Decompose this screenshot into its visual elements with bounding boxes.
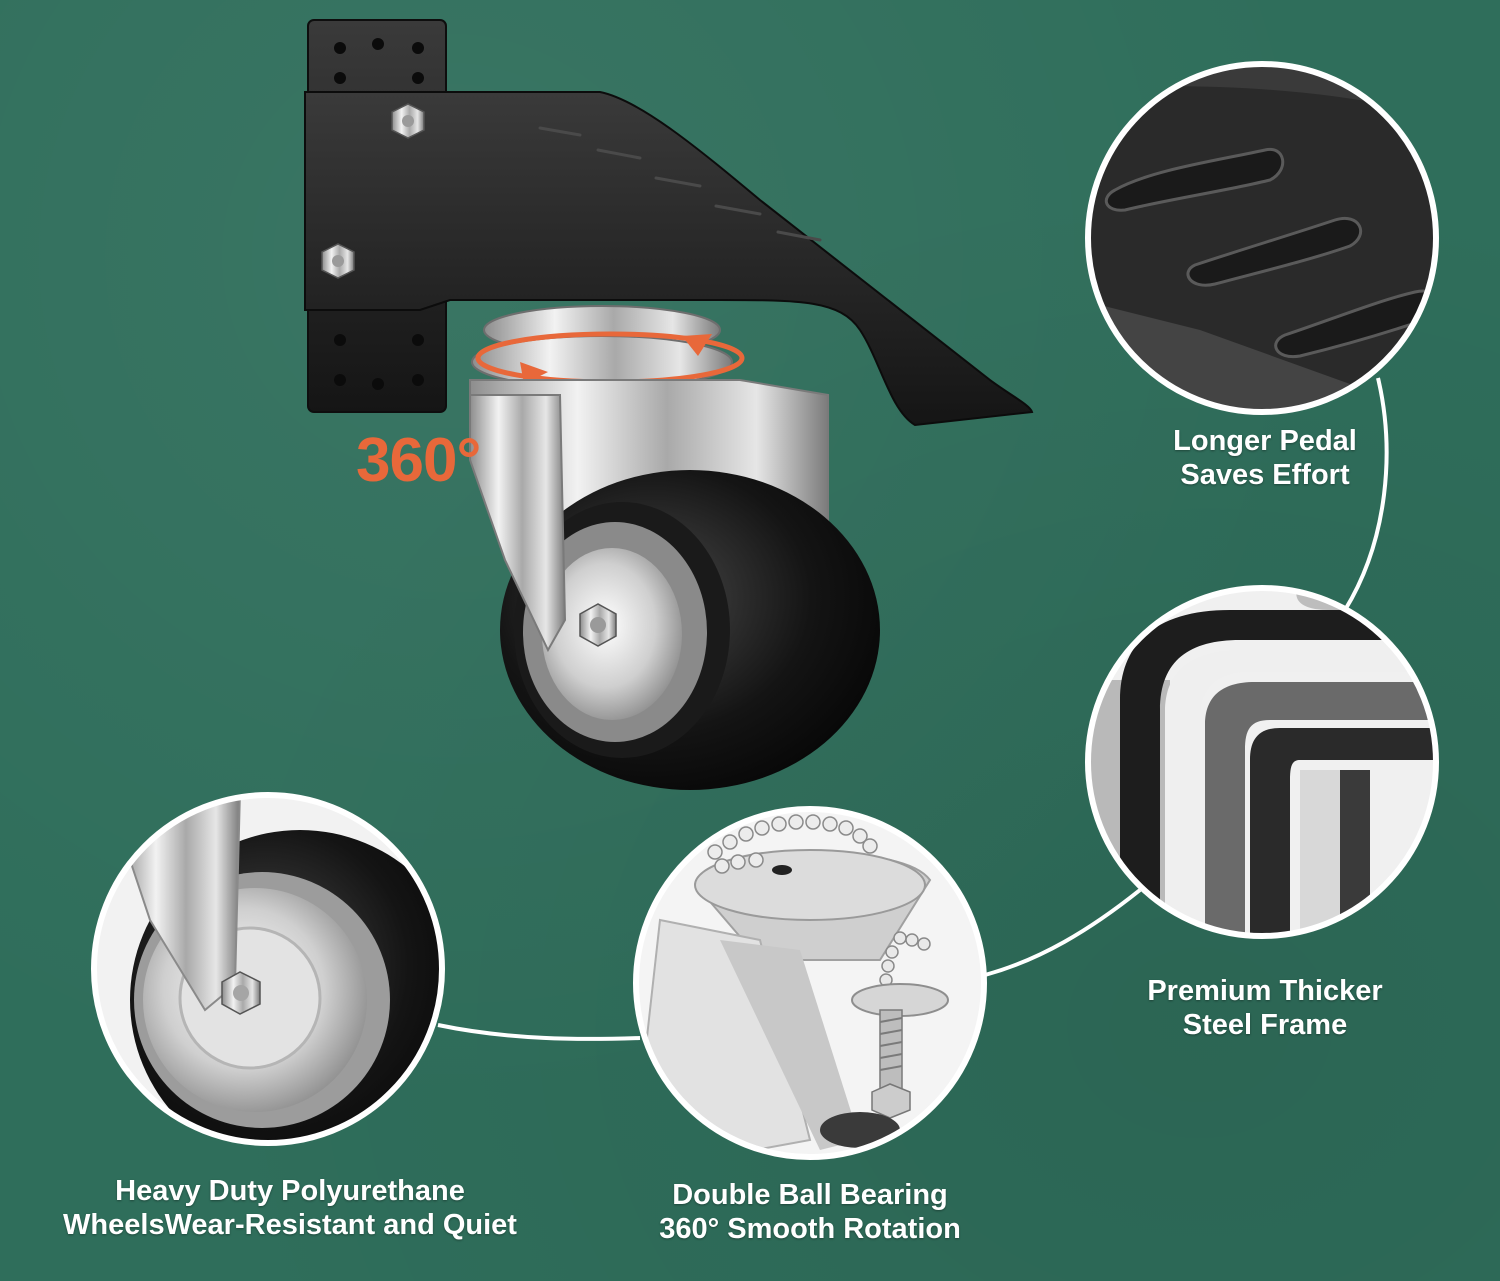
feature-caption-line: Steel Frame — [1182, 1009, 1348, 1041]
caster-illustration — [304, 19, 1034, 790]
feature-caption-line: Heavy Duty Polyurethane — [115, 1175, 465, 1207]
feature-caption-line: Saves Effort — [1180, 459, 1350, 491]
pedal-texture-icon — [1085, 61, 1439, 415]
rotation-degree-label: 360° — [356, 426, 481, 495]
feature-caption-ball-bearing: Double Ball Bearing 360° Smooth Rotation — [628, 1178, 992, 1246]
polyurethane-wheel-icon — [91, 792, 445, 1146]
connector-lines — [437, 377, 1389, 1041]
steel-frame-layers-icon — [1085, 585, 1439, 939]
feature-caption-steel-frame: Premium Thicker Steel Frame — [1110, 974, 1420, 1042]
feature-caption-line: Premium Thicker — [1147, 975, 1383, 1007]
ball-bearing-icon — [633, 806, 987, 1160]
feature-caption-line: Double Ball Bearing — [672, 1179, 948, 1211]
feature-caption-wheel: Heavy Duty Polyurethane WheelsWear-Resis… — [30, 1174, 550, 1242]
feature-caption-line: Longer Pedal — [1173, 425, 1357, 457]
feature-caption-pedal: Longer Pedal Saves Effort — [1130, 424, 1400, 492]
feature-caption-line: WheelsWear-Resistant and Quiet — [63, 1209, 517, 1241]
feature-caption-line: 360° Smooth Rotation — [659, 1213, 961, 1245]
